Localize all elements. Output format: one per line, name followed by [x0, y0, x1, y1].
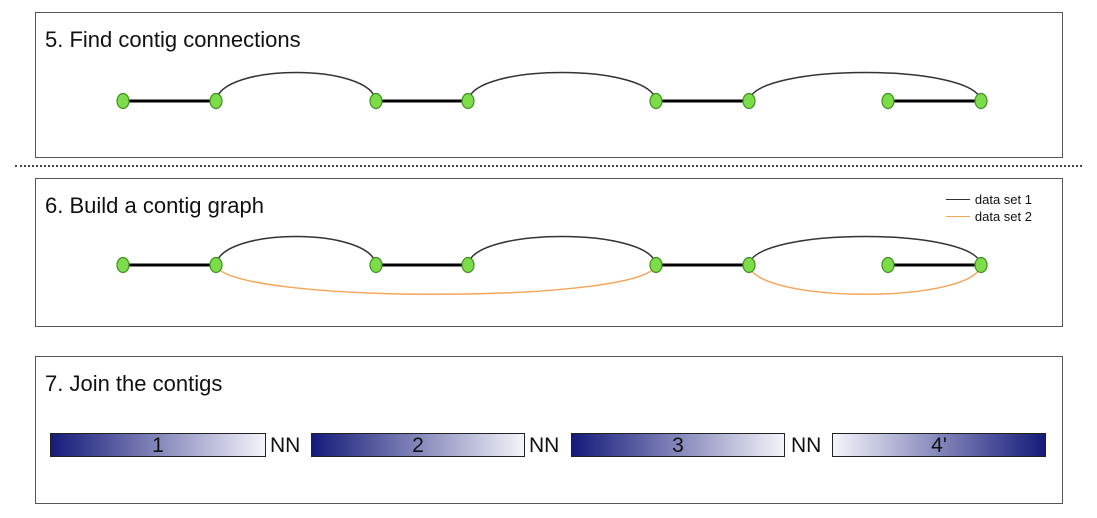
legend-label: data set 2 [974, 209, 1032, 224]
panel-join-contigs: 7. Join the contigs 1 NN 2 NN 3 NN 4' [35, 356, 1063, 504]
panel-title: 7. Join the contigs [45, 371, 223, 396]
connection-arc [748, 71, 982, 102]
data-set-1-arc [748, 235, 982, 266]
contig-end-node [881, 92, 895, 110]
legend-swatch [945, 199, 970, 200]
contig-end-node [742, 256, 756, 274]
contig-end-node [881, 256, 895, 274]
data-set-2-arc [215, 264, 657, 295]
contig-end-node [209, 92, 223, 110]
contig-3: 3 [571, 433, 785, 457]
contig-end-node [116, 92, 130, 110]
legend-swatch [945, 216, 970, 217]
contig-end-node [649, 256, 663, 274]
section-divider [15, 165, 1082, 167]
gap-filler: NN [270, 434, 301, 457]
gap-filler: NN [529, 434, 560, 457]
legend: data set 1 data set 2 [945, 191, 1032, 225]
panel-build-contig-graph: 6. Build a contig graph data set 1 data … [35, 178, 1063, 327]
data-set-1-arc [215, 235, 377, 266]
gap-filler: NN [791, 434, 822, 457]
legend-label: data set 1 [974, 192, 1032, 207]
contig-end-node [461, 92, 475, 110]
connection-arc [467, 71, 657, 102]
contig-end-node [116, 256, 130, 274]
legend-item-data-set-1: data set 1 [945, 191, 1032, 208]
contig-1: 1 [50, 433, 266, 457]
connection-arc [215, 71, 377, 102]
legend-item-data-set-2: data set 2 [945, 208, 1032, 225]
panel-title: 6. Build a contig graph [45, 193, 264, 218]
contig-end-node [369, 92, 383, 110]
contig-end-node [974, 256, 988, 274]
contig-end-node [742, 92, 756, 110]
data-set-1-arc [467, 235, 657, 266]
joined-scaffold: 1 NN 2 NN 3 NN 4' [50, 433, 1046, 459]
contig-connection-graph [116, 71, 988, 110]
contig-end-node [974, 92, 988, 110]
contig-end-node [369, 256, 383, 274]
contig-2: 2 [311, 433, 525, 457]
panel-title: 5. Find contig connections [45, 27, 301, 52]
contig-graph [116, 235, 988, 295]
contig-end-node [209, 256, 223, 274]
contig-end-node [649, 92, 663, 110]
panel-find-contig-connections: 5. Find contig connections [35, 12, 1063, 158]
contig-4-reversed: 4' [832, 433, 1046, 457]
contig-end-node [461, 256, 475, 274]
data-set-2-arc [748, 264, 982, 295]
